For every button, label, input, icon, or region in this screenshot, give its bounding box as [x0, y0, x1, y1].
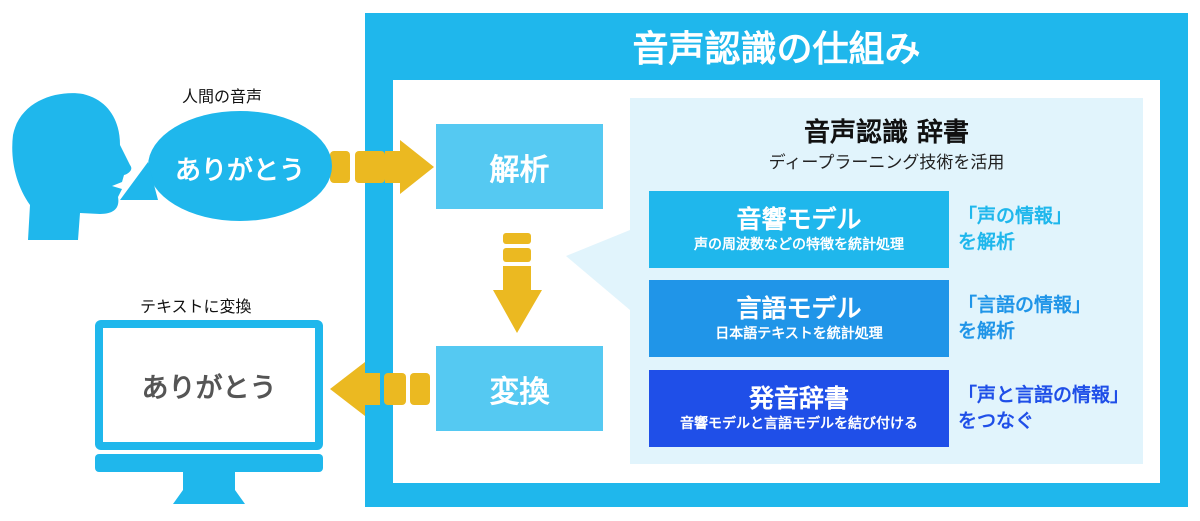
- label-line: 「言語の情報」: [958, 294, 1092, 316]
- model-desc: 声の周波数などの特徴を統計処理: [694, 236, 904, 253]
- person-head-icon: [12, 93, 332, 240]
- monitor-caption: テキストに変換: [140, 297, 252, 316]
- pronunciation-dict-box: 発音辞書 音響モデルと言語モデルを結び付ける: [649, 370, 949, 447]
- model-name: 発音辞書: [748, 383, 849, 413]
- language-model-box: 言語モデル 日本語テキストを統計処理: [649, 280, 949, 357]
- label-line: を解析: [958, 231, 1016, 253]
- label-line: 「声の情報」: [958, 205, 1073, 227]
- monitor-icon: [95, 320, 323, 504]
- arrow-left-icon: [330, 362, 430, 416]
- arrow-right-icon: [330, 140, 434, 194]
- convert-step: 変換: [436, 346, 603, 431]
- monitor-text: ありがとう: [141, 373, 277, 404]
- pronunciation-label: 「声と言語の情報」をつなぐ: [958, 382, 1129, 434]
- diagram-title: 音声認識の仕組み: [632, 29, 921, 70]
- label-line: を解析: [958, 320, 1016, 342]
- label-line: 「声と言語の情報」: [958, 384, 1130, 406]
- callout-pointer: [566, 230, 630, 310]
- acoustic-label: 「声の情報」を解析: [958, 203, 1072, 255]
- dictionary-title: 音声認識 辞書: [803, 118, 970, 148]
- model-desc: 音響モデルと言語モデルを結び付ける: [680, 415, 918, 432]
- model-name: 音響モデル: [736, 204, 862, 234]
- model-desc: 日本語テキストを統計処理: [715, 325, 883, 342]
- speech-bubble-text: ありがとう: [174, 156, 305, 186]
- analyze-step: 解析: [436, 124, 603, 209]
- language-label: 「言語の情報」を解析: [958, 292, 1091, 344]
- dictionary-subtitle: ディープラーニング技術を活用: [768, 153, 1005, 173]
- arrow-down-icon: [493, 233, 542, 333]
- person-caption: 人間の音声: [182, 87, 263, 106]
- acoustic-model-box: 音響モデル 声の周波数などの特徴を統計処理: [649, 191, 949, 268]
- model-name: 言語モデル: [736, 293, 862, 323]
- label-line: をつなぐ: [958, 410, 1035, 432]
